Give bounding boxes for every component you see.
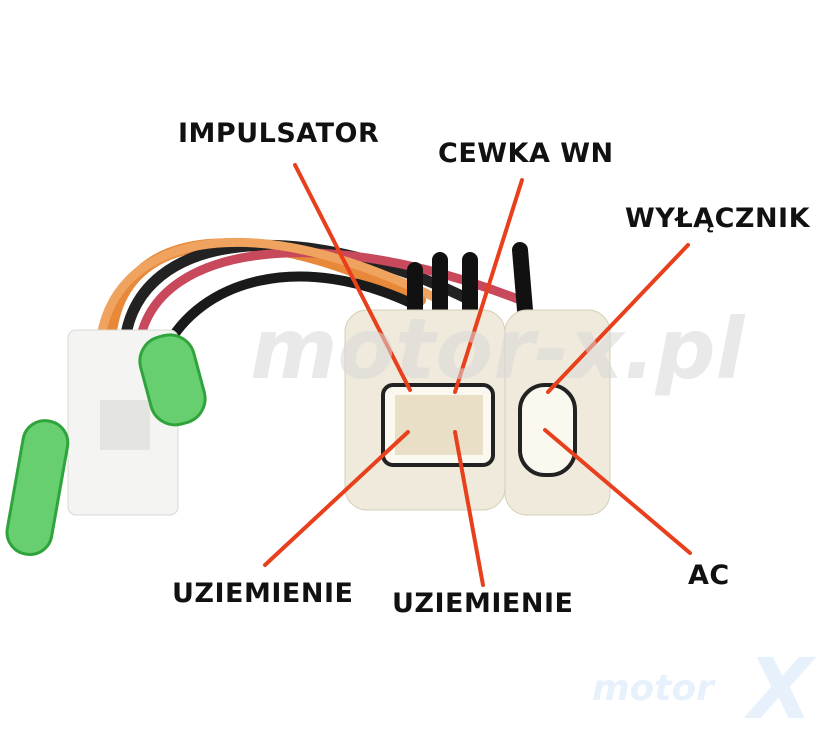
motorx-logo: motor <box>592 668 714 709</box>
label-ac: AC <box>688 560 730 591</box>
label-impulsator: IMPULSATOR <box>178 118 380 149</box>
pointer-uziemienie-left <box>263 430 410 567</box>
green-terminals <box>5 333 207 556</box>
pointer-wylacznik <box>546 243 690 394</box>
pointer-cewka-wn <box>453 178 524 394</box>
pointer-lines <box>263 163 692 587</box>
watermark: motor-x.pl <box>250 300 745 398</box>
pointer-ac <box>543 428 692 555</box>
label-uziemienie-left: UZIEMIENIE <box>172 578 354 609</box>
label-wylacznik: WYŁĄCZNIK <box>625 203 811 234</box>
label-uziemienie-right: UZIEMIENIE <box>392 588 574 619</box>
wire-harness <box>95 237 533 355</box>
label-cewka-wn: CEWKA WN <box>438 138 614 169</box>
motorx-logo-mark: X <box>748 640 813 730</box>
pointer-impulsator <box>293 163 412 392</box>
pointer-uziemienie-right <box>453 430 485 587</box>
